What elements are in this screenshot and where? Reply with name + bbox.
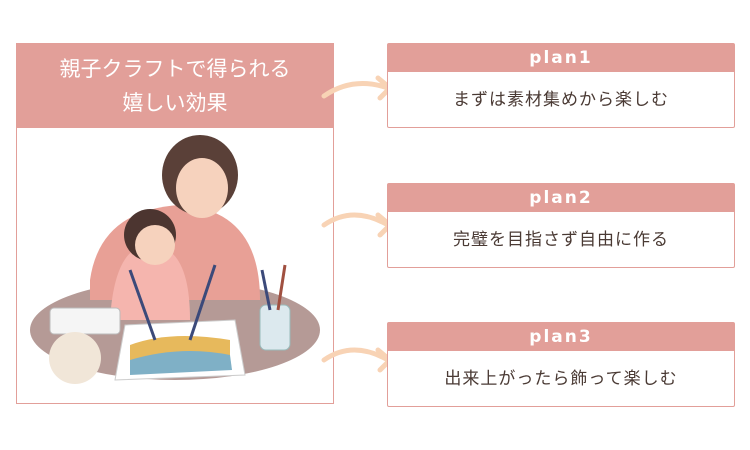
title-line-1: 親子クラフトで得られる (59, 57, 291, 81)
plan-card-1: plan1 まずは素材集めから楽しむ (387, 43, 735, 128)
plan-text: まずは素材集めから楽しむ (453, 90, 669, 110)
arrow-icon (321, 212, 394, 238)
panel-title: 親子クラフトで得られる嬉しい効果 (17, 44, 333, 128)
plan-label: plan3 (388, 323, 734, 351)
plan-text: 出来上がったら飾って楽しむ (444, 369, 678, 389)
arrow-icon (321, 347, 394, 373)
plan-card-2: plan2 完璧を目指さず自由に作る (387, 183, 735, 268)
plan-label: plan1 (388, 44, 734, 72)
plan-card-3: plan3 出来上がったら飾って楽しむ (387, 322, 735, 407)
plan-label: plan2 (388, 184, 734, 212)
title-line-2: 嬉しい効果 (122, 91, 228, 115)
plan-text: 完璧を目指さず自由に作る (453, 230, 669, 250)
parent-child-painting-illustration (30, 135, 320, 384)
arrow-icon (321, 75, 394, 101)
